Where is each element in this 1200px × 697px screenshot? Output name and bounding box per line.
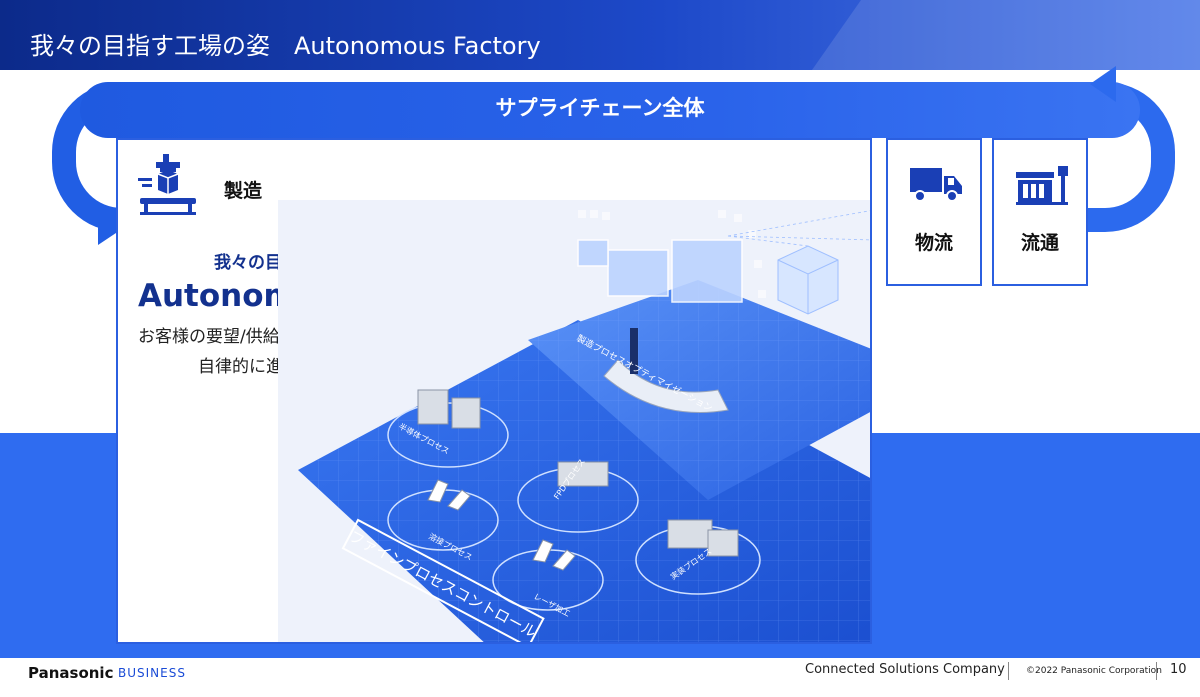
distribution-box: 流通 [992, 138, 1088, 286]
supply-chain-label: サプライチェーン全体 [495, 96, 705, 120]
slide-title: 我々の目指す工場の姿 Autonomous Factory [30, 32, 541, 60]
logistics-box: 物流 [886, 138, 982, 286]
distribution-label: 流通 [1020, 232, 1059, 254]
loop-arrow-left-icon [1090, 66, 1116, 102]
store-icon [1016, 166, 1068, 205]
page-number: 10 [1170, 662, 1187, 677]
brand-logo: Panasonic [28, 664, 114, 682]
footer-divider [1008, 662, 1009, 680]
copyright: ©2022 Panasonic Corporation [1026, 666, 1162, 676]
truck-icon [910, 168, 962, 202]
manufacturing-label: 製造 [224, 180, 263, 202]
manufacturing-panel: 製造 我々の目指す工場の姿 Autonomous Factory お客様の要望/… [116, 138, 872, 644]
footer-divider [1156, 662, 1157, 680]
brand-subtitle: BUSINESS [118, 666, 186, 680]
logistics-label: 物流 [914, 232, 953, 254]
factory-conveyor-icon [138, 154, 196, 215]
company-name: Connected Solutions Company [805, 662, 1005, 677]
supply-chain-bar [80, 82, 1140, 138]
autonomous-factory-illustration: ファインプロセスコントロール 製造プロセスオプティマイゼーション 半導体プロセス… [278, 200, 870, 642]
slide-header: 我々の目指す工場の姿 Autonomous Factory [0, 0, 1200, 70]
slide-footer: Panasonic BUSINESS Connected Solutions C… [0, 658, 1200, 697]
